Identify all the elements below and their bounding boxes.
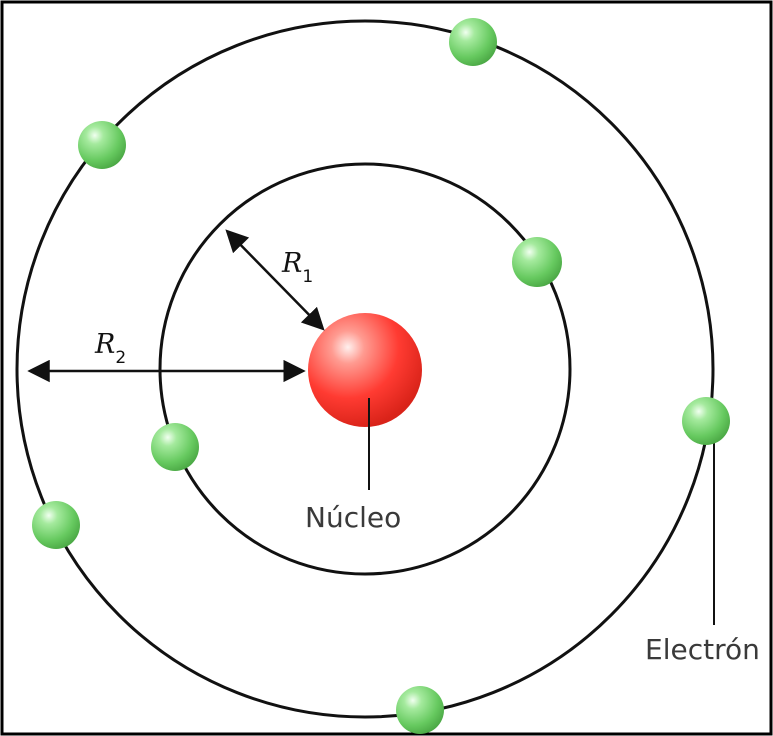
electron — [396, 686, 444, 734]
electron — [449, 18, 497, 66]
electron — [78, 121, 126, 169]
r1-label: R1 — [281, 248, 313, 287]
r2-symbol: R — [94, 329, 115, 360]
r2-label: R2 — [94, 329, 126, 368]
r1-subscript: 1 — [302, 267, 313, 287]
electron — [151, 423, 199, 471]
electron-label: Electrón — [645, 633, 760, 666]
r1-symbol: R — [281, 248, 302, 279]
r2-subscript: 2 — [115, 348, 126, 368]
electron — [682, 397, 730, 445]
nucleus — [308, 313, 422, 427]
electron — [512, 237, 562, 287]
electron — [32, 501, 80, 549]
nucleus-label: Núcleo — [305, 501, 401, 534]
